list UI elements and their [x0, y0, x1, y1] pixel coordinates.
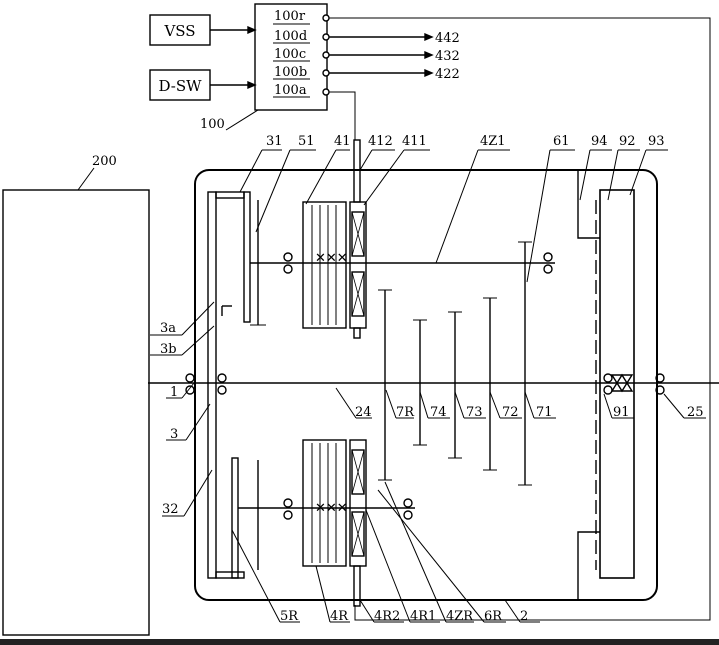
- controller-ports: 100r 100d 100c 100b 100a: [274, 9, 307, 98]
- label-92: 92: [619, 134, 636, 149]
- label-24: 24: [355, 405, 372, 420]
- dsw-label: D-SW: [158, 77, 202, 95]
- port-100r: 100r: [274, 9, 306, 24]
- label-32: 32: [162, 502, 179, 517]
- label-412: 412: [368, 134, 393, 149]
- label-74: 74: [430, 405, 447, 420]
- label-2: 2: [520, 609, 528, 624]
- label-6r: 6R: [484, 609, 503, 624]
- label-4zr: 4ZR: [446, 609, 474, 624]
- label-51: 51: [298, 134, 315, 149]
- label-31: 31: [266, 134, 283, 149]
- label-41: 41: [334, 134, 351, 149]
- label-72: 72: [502, 405, 519, 420]
- label-91: 91: [613, 405, 630, 420]
- label-71: 71: [536, 405, 553, 420]
- clutch-41: [302, 201, 347, 329]
- label-7r: 7R: [396, 405, 415, 420]
- label-93: 93: [648, 134, 665, 149]
- vss-label: VSS: [163, 22, 195, 40]
- label-4r2: 4R2: [374, 609, 400, 624]
- vss-arrowhead: [247, 25, 257, 35]
- label-200: 200: [92, 154, 117, 169]
- port-100c: 100c: [274, 47, 306, 62]
- clutch-4r: [302, 439, 347, 567]
- svg-text:✕✕✕: ✕✕✕: [315, 251, 348, 266]
- port-100a: 100a: [274, 83, 307, 98]
- label-94: 94: [591, 134, 608, 149]
- label-61: 61: [553, 134, 570, 149]
- label-4r1: 4R1: [410, 609, 436, 624]
- dsw-arrowhead: [247, 80, 257, 90]
- out-422: 422: [435, 67, 460, 82]
- port-100d: 100d: [274, 29, 307, 44]
- label-3a: 3a: [160, 321, 176, 336]
- label-3: 3: [170, 427, 178, 442]
- port-100b: 100b: [274, 65, 307, 80]
- controller-ref: 100: [200, 117, 225, 132]
- label-411: 411: [402, 134, 427, 149]
- label-25: 25: [687, 405, 704, 420]
- engine-block: [2, 189, 150, 636]
- bottom-edge-bar: [0, 639, 719, 645]
- label-3b: 3b: [160, 342, 177, 357]
- bearings: [185, 252, 665, 520]
- label-5r: 5R: [280, 609, 299, 624]
- out-432: 432: [435, 49, 460, 64]
- svg-text:✕✕✕: ✕✕✕: [315, 501, 348, 516]
- label-4r: 4R: [330, 609, 349, 624]
- label-1: 1: [170, 385, 178, 400]
- label-73: 73: [466, 405, 483, 420]
- housing: [194, 169, 658, 601]
- label-4z1: 4Z1: [480, 134, 506, 149]
- out-442: 442: [435, 31, 460, 46]
